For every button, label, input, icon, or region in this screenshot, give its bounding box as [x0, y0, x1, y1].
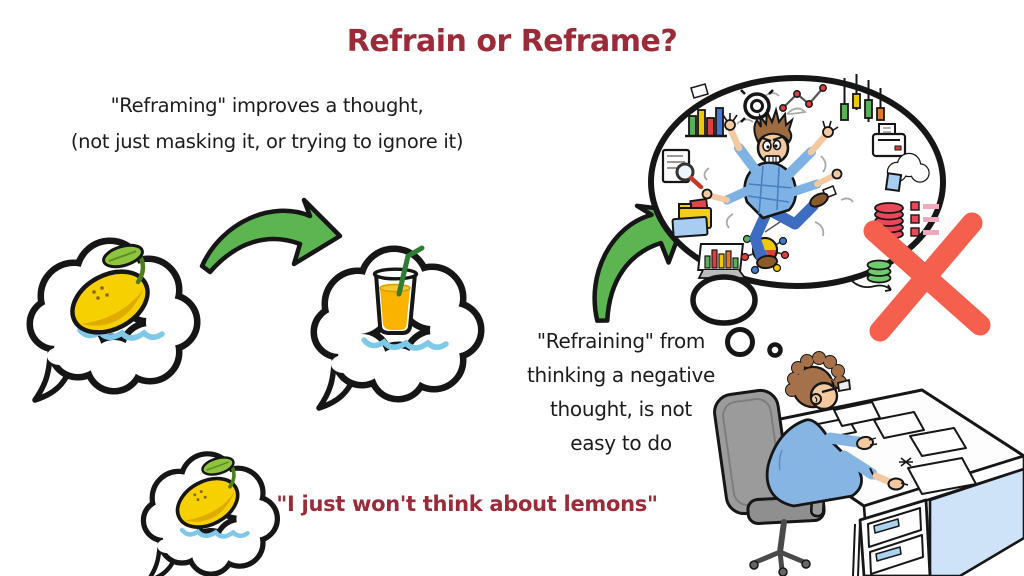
papers-on-desk — [807, 401, 977, 495]
mini-bar-chart-icon — [697, 243, 747, 279]
jeans-leg — [767, 200, 819, 230]
jeans-leg — [749, 210, 771, 262]
arm — [838, 450, 878, 480]
line-chart-icon — [779, 84, 827, 112]
scribble-mark — [899, 457, 913, 467]
thought-bubble-lemon — [22, 222, 207, 412]
thought-trail — [690, 274, 783, 358]
printer-icon — [871, 123, 907, 158]
stressed-face — [753, 106, 794, 165]
folders-icon — [671, 197, 712, 239]
glasses-lens — [837, 378, 851, 393]
cloud-data-icon — [884, 152, 930, 193]
ear — [810, 393, 822, 405]
arm — [824, 432, 864, 448]
straw-icon — [396, 245, 425, 297]
document-magnifier-icon — [661, 148, 704, 190]
bar-chart-icon — [685, 107, 727, 138]
page-title: Refrain or Reframe? — [346, 24, 678, 59]
spiky-hair — [753, 106, 794, 145]
desk-drawer — [869, 534, 924, 575]
candlestick-chart-icon — [840, 74, 885, 122]
refrain-line-4: easy to do — [570, 431, 672, 455]
desk-drawer — [867, 507, 922, 548]
lemon-quote: "I just won't think about lemons" — [276, 492, 658, 516]
refrain-caption: "Refraining" from thinking a negative th… — [492, 324, 750, 460]
reframe-caption-line1: "Reframing" improves a thought, — [110, 94, 424, 117]
flailing-arms — [701, 113, 843, 205]
man-at-desk-scene — [713, 351, 1024, 576]
stressed-man — [701, 106, 843, 270]
red-list-icon — [910, 201, 939, 237]
blue-shirt — [765, 418, 863, 508]
pointing-hand — [887, 477, 905, 491]
hand — [856, 435, 874, 451]
lemonade-glass-icon — [372, 245, 425, 335]
red-cross-icon — [863, 212, 991, 342]
reframe-caption: "Reframing" improves a thought, (not jus… — [14, 88, 520, 160]
refrain-line-3: thought, is not — [550, 397, 692, 421]
target-icon — [740, 89, 774, 123]
green-stack-icon — [850, 259, 892, 292]
reframe-caption-line2: (not just masking it, or trying to ignor… — [70, 130, 464, 153]
refrain-line-1: "Refraining" from — [536, 329, 706, 353]
seated-man — [765, 351, 909, 508]
thought-bubble-lemonade — [300, 245, 492, 418]
small-lemon-bubble — [134, 442, 286, 576]
refrain-line-2: thinking a negative — [526, 363, 715, 387]
